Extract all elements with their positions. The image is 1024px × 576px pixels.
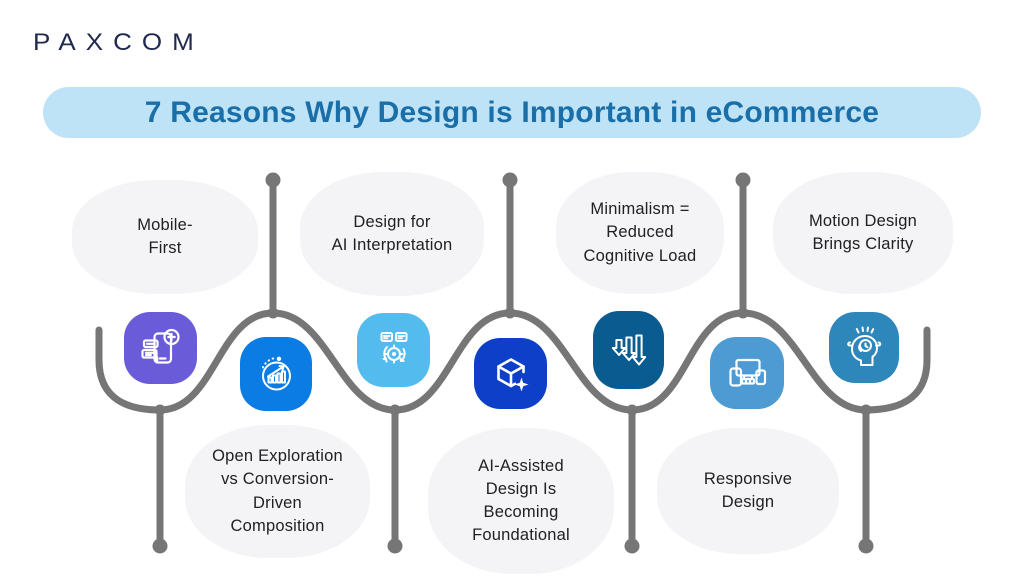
mobile-plus-icon <box>140 328 180 364</box>
cube-sparkle-icon <box>496 357 528 391</box>
tile-mobile-first <box>124 312 197 384</box>
ai-process-icon <box>380 332 407 364</box>
label-ai-assisted: AI-Assisted Design Is Becoming Foundatio… <box>472 456 570 545</box>
tile-open-exploration <box>240 337 312 411</box>
label-bubble-design-for-ai: Design for AI Interpretation <box>300 172 484 296</box>
tile-ai-assisted <box>474 338 547 409</box>
head-brain-icon <box>847 326 882 366</box>
label-responsive-design: Responsive Design <box>703 469 793 511</box>
tile-minimalism <box>593 311 664 389</box>
label-motion-design: Motion Design Brings Clarity <box>808 211 918 253</box>
label-design-for-ai: Design for AI Interpretation <box>331 212 453 254</box>
label-bubble-motion-design: Motion Design Brings Clarity <box>773 172 953 294</box>
label-bubble-mobile-first: Mobile- First <box>72 180 258 294</box>
paxcom-logo: PAXCOM <box>33 28 204 56</box>
title-banner: 7 Reasons Why Design is Important in eCo… <box>43 87 981 138</box>
tile-responsive-design <box>710 337 784 409</box>
label-bubble-open-exploration: Open Exploration vs Conversion- Driven C… <box>185 425 370 558</box>
responsive-devices-icon <box>729 358 767 387</box>
down-arrows-icon <box>611 334 646 366</box>
page-title: 7 Reasons Why Design is Important in eCo… <box>144 95 880 129</box>
label-mobile-first: Mobile- First <box>137 215 193 257</box>
tile-motion-design <box>829 312 899 383</box>
label-bubble-ai-assisted: AI-Assisted Design Is Becoming Foundatio… <box>428 428 614 574</box>
label-bubble-responsive-design: Responsive Design <box>657 428 839 554</box>
tile-design-for-ai <box>357 313 430 387</box>
label-bubble-minimalism: Minimalism = Reduced Cognitive Load <box>556 172 724 294</box>
label-minimalism: Minimalism = Reduced Cognitive Load <box>583 200 697 265</box>
label-open-exploration: Open Exploration vs Conversion- Driven C… <box>212 447 343 535</box>
growth-chart-icon <box>262 356 291 391</box>
